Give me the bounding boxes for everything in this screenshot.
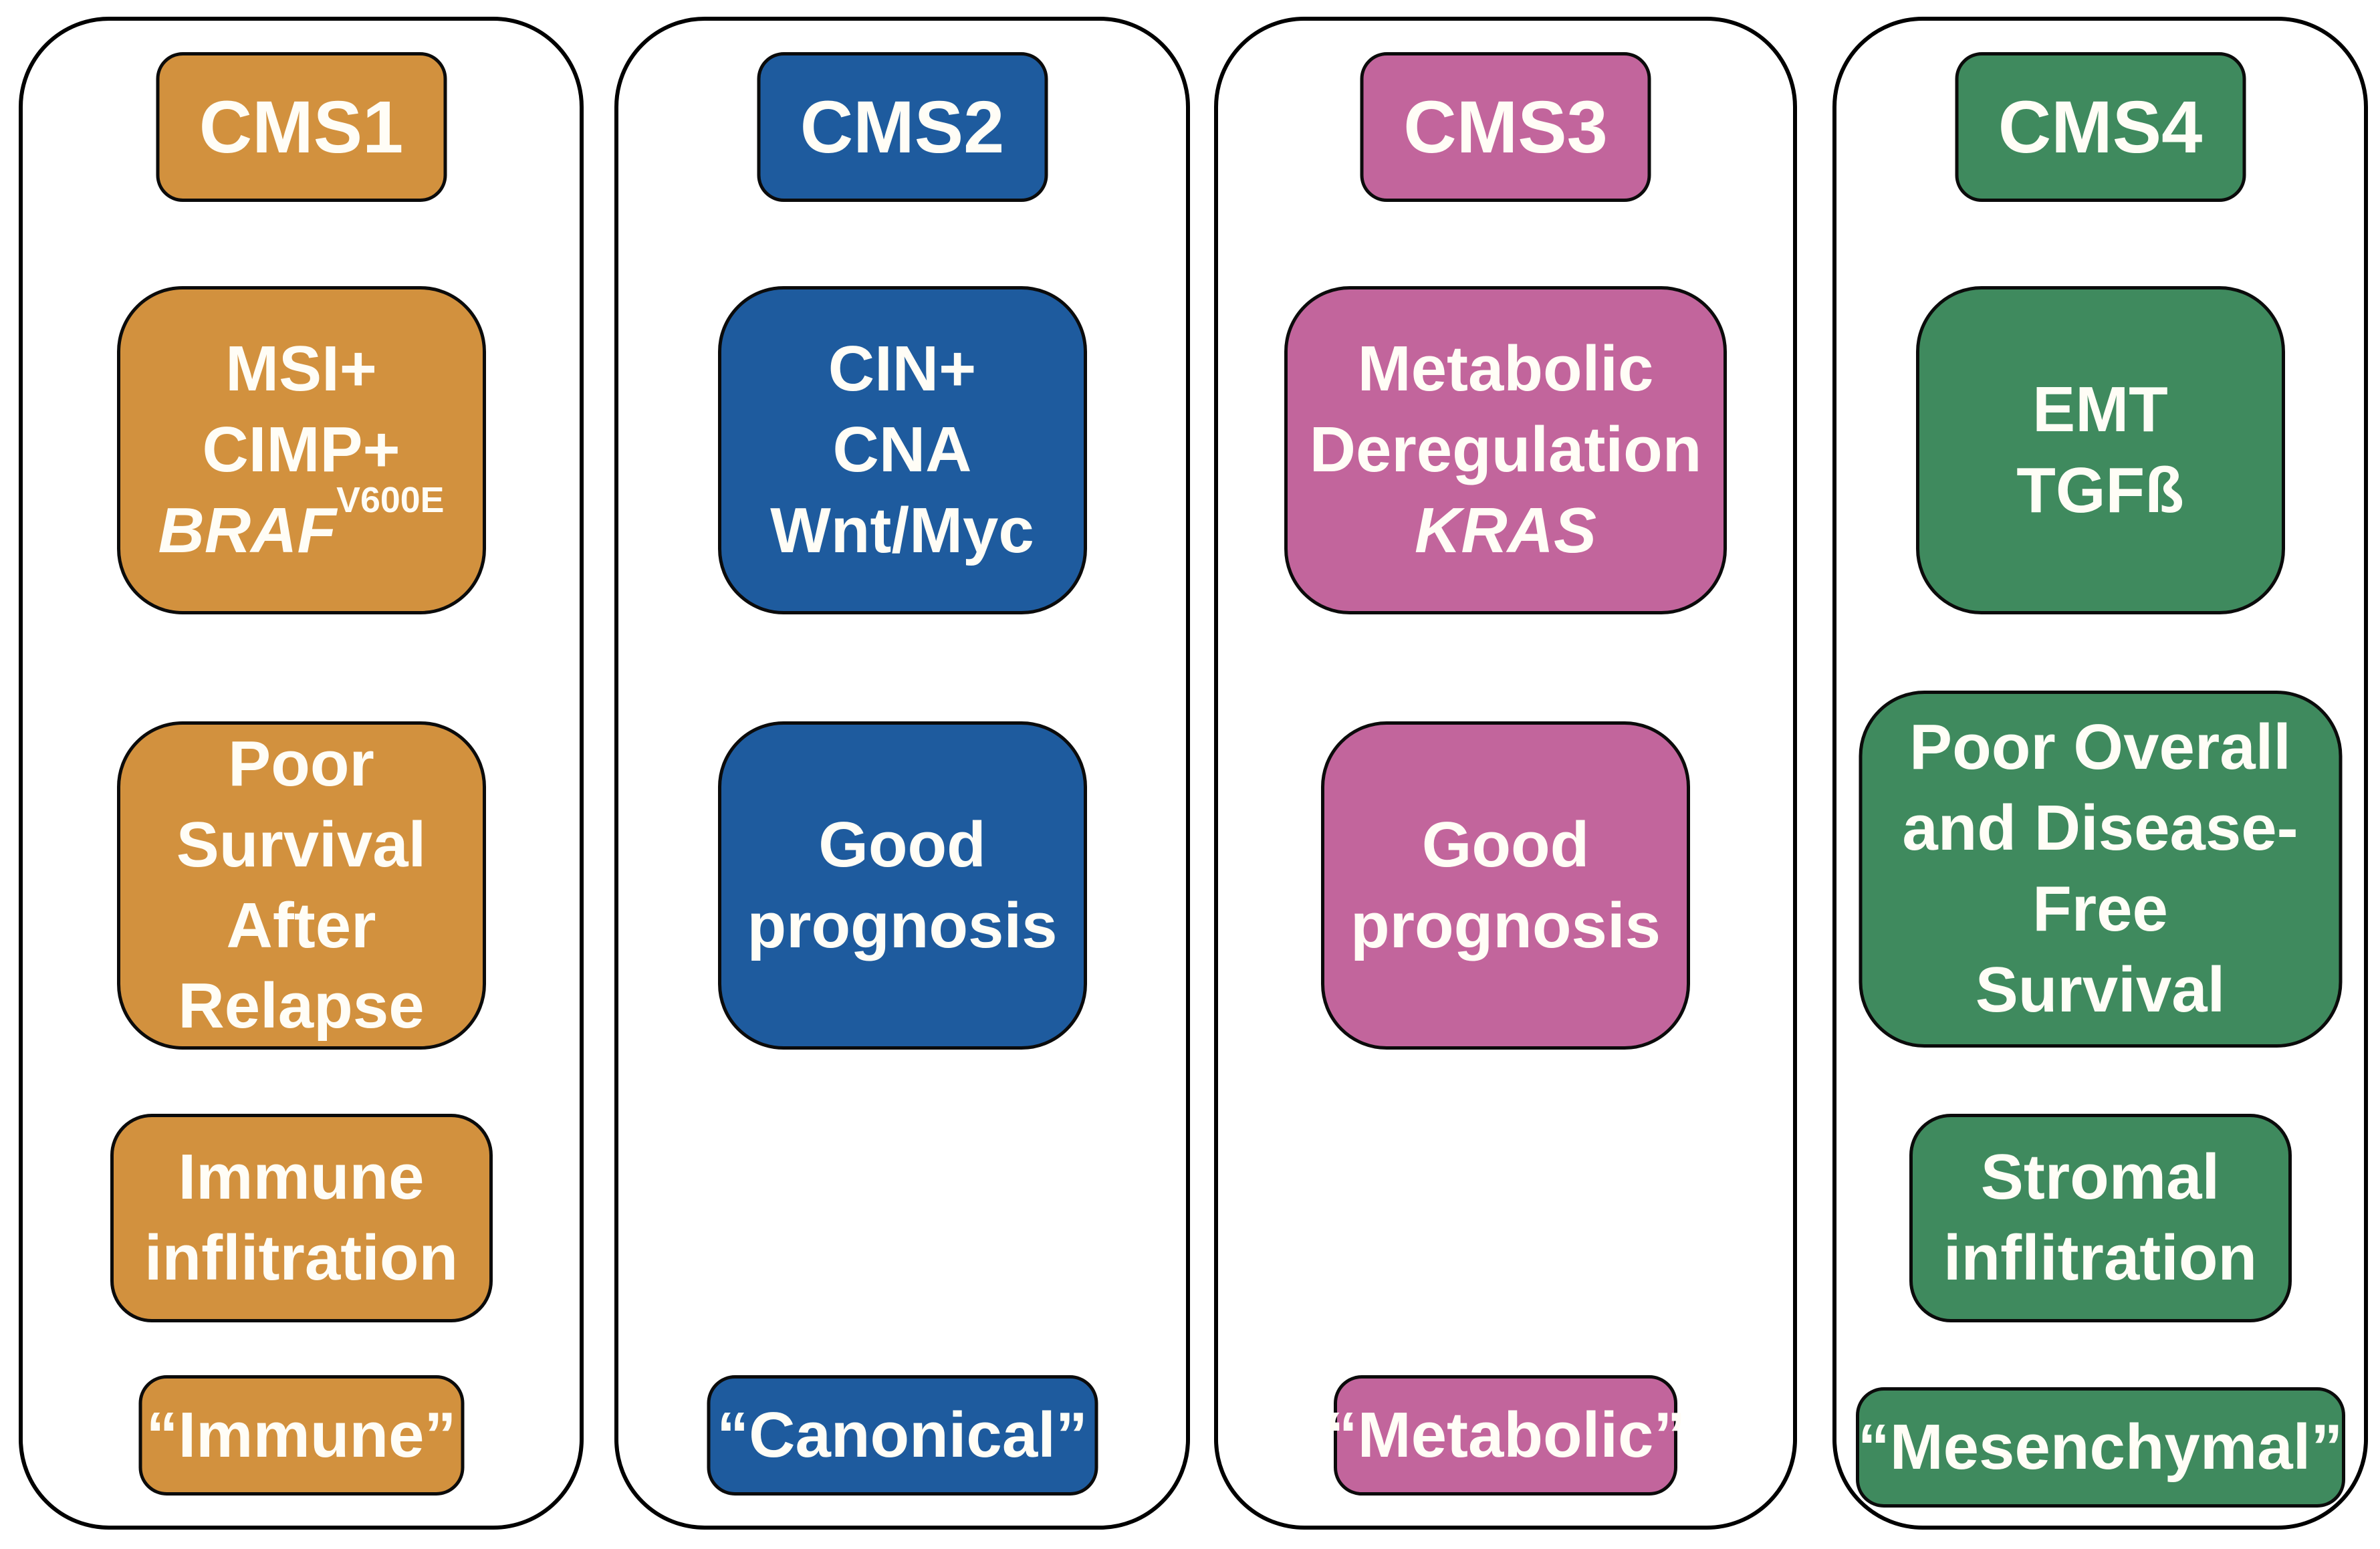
cms1-header-label: CMS1: [199, 86, 404, 168]
cms4-feature-emt: EMT: [2032, 373, 2168, 445]
cms2-feature-wnt-myc: Wnt/Myc: [770, 494, 1034, 566]
cms3-feature-deregulation: Deregulation: [1309, 414, 1702, 486]
cms1-infiltration-line: inflitration: [144, 1222, 459, 1294]
cms1-nickname-label: “Immune”: [146, 1399, 457, 1471]
cms3-prognosis-line: prognosis: [1350, 889, 1661, 961]
cms4-column: CMS4 EMT TGFß Poor Overall and Disease- …: [1832, 17, 2368, 1530]
cms2-header-label: CMS2: [800, 86, 1005, 168]
cms4-features-box: EMT TGFß: [1915, 286, 2285, 614]
cms4-nickname-box: “Mesenchymal”: [1855, 1387, 2345, 1508]
braf-gene-label: BRAF: [158, 494, 337, 566]
cms4-nickname-label: “Mesenchymal”: [1857, 1411, 2343, 1483]
cms4-infiltration-line: inflitration: [1943, 1222, 2258, 1294]
cms1-infiltration-line: Immune: [178, 1141, 425, 1213]
cms3-header-label: CMS3: [1403, 86, 1608, 168]
cms3-header-box: CMS3: [1360, 52, 1651, 202]
cms4-prognosis-line: Survival: [1975, 953, 2226, 1026]
cms3-nickname-box: “Metabolic”: [1326, 1375, 1685, 1496]
cms4-header-label: CMS4: [1998, 86, 2203, 168]
cms1-prognosis-box: Poor Survival After Relapse: [116, 721, 486, 1050]
braf-mutation-label: V600E: [336, 480, 445, 521]
cms1-feature-msi: MSI+: [225, 333, 377, 405]
kras-gene-label: KRAS: [1414, 494, 1596, 566]
cms3-features-box: Metabolic Deregulation KRAS: [1284, 286, 1727, 614]
cms4-header-box: CMS4: [1955, 52, 2246, 202]
cms3-column: CMS3 Metabolic Deregulation KRAS Good pr…: [1214, 17, 1797, 1530]
cms2-prognosis-box: Good prognosis: [717, 721, 1087, 1050]
cms1-features-box: MSI+ CIMP+ BRAFV600E: [116, 286, 486, 614]
cms1-prognosis-line: Survival: [176, 808, 427, 880]
cms1-prognosis-line: Poor: [228, 727, 374, 800]
cms4-prognosis-box: Poor Overall and Disease- Free Survival: [1859, 691, 2342, 1048]
cms2-nickname-label: “Canonical”: [717, 1399, 1088, 1471]
cms3-feature-metabolic: Metabolic: [1357, 333, 1654, 405]
cms4-prognosis-line: Poor Overall: [1909, 711, 2291, 784]
cms2-feature-cin: CIN+: [828, 333, 977, 405]
cms1-feature-braf: BRAFV600E: [158, 482, 444, 572]
cms1-nickname-box: “Immune”: [138, 1375, 464, 1496]
cms4-infiltration-line: Stromal: [1980, 1141, 2220, 1213]
cms3-prognosis-line: Good: [1421, 808, 1590, 880]
cms4-infiltration-box: Stromal inflitration: [1909, 1114, 2292, 1322]
cms1-column: CMS1 MSI+ CIMP+ BRAFV600E Poor Survival …: [19, 17, 584, 1530]
cms1-prognosis-line: After: [226, 889, 376, 961]
cms2-features-box: CIN+ CNA Wnt/Myc: [717, 286, 1087, 614]
cms2-header-box: CMS2: [757, 52, 1048, 202]
cms2-feature-cna: CNA: [832, 414, 972, 486]
cms1-feature-cimp: CIMP+: [202, 414, 400, 486]
cms4-prognosis-line: and Disease-: [1902, 792, 2298, 864]
cms4-prognosis-line: Free: [2032, 873, 2168, 945]
cms2-prognosis-line: Good: [818, 808, 986, 880]
cms2-column: CMS2 CIN+ CNA Wnt/Myc Good prognosis “Ca…: [614, 17, 1190, 1530]
cms4-feature-tgfb: TGFß: [2016, 454, 2184, 526]
cms2-nickname-box: “Canonical”: [707, 1375, 1098, 1496]
cms3-prognosis-box: Good prognosis: [1321, 721, 1690, 1050]
cms3-nickname-label: “Metabolic”: [1325, 1399, 1686, 1471]
cms1-header-box: CMS1: [156, 52, 447, 202]
cms1-infiltration-box: Immune inflitration: [110, 1114, 493, 1322]
cms1-prognosis-line: Relapse: [178, 970, 425, 1042]
cms2-prognosis-line: prognosis: [747, 889, 1058, 961]
